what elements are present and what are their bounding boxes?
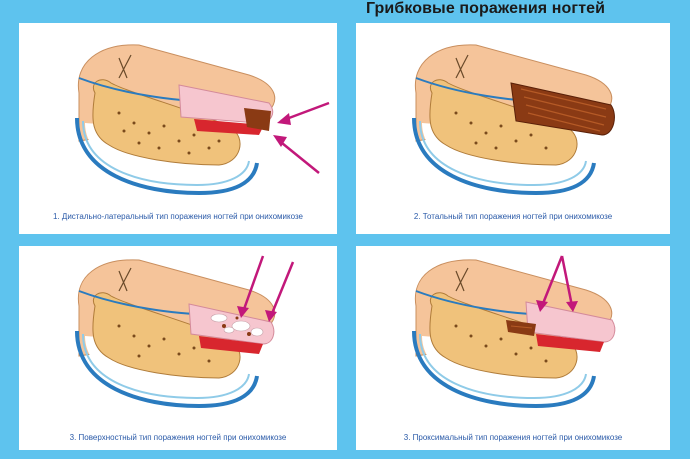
panel-caption: 3. Поверхностный тип поражения ногтей пр…: [69, 433, 287, 442]
panel-caption: 1. Дистально-латеральный тип поражения н…: [53, 212, 303, 221]
finger-illustration: [412, 255, 616, 409]
page-title: Грибковые поражения ногтей: [366, 0, 606, 17]
panel-caption: 3. Проксимальный тип поражения ногтей пр…: [403, 433, 623, 442]
panel-superficial: 3. Поверхностный тип поражения ногтей пр…: [19, 246, 337, 450]
panel-proximal: 3. Проксимальный тип поражения ногтей пр…: [356, 246, 670, 450]
panel-total: 2. Тотальный тип поражения ногтей при он…: [356, 23, 670, 234]
panel-caption: 2. Тотальный тип поражения ногтей при он…: [413, 212, 613, 221]
panel-distal-lateral: 1. Дистально-латеральный тип поражения н…: [19, 23, 337, 234]
finger-illustration: [75, 44, 330, 196]
finger-illustration: [412, 44, 615, 196]
finger-illustration: [75, 255, 295, 409]
